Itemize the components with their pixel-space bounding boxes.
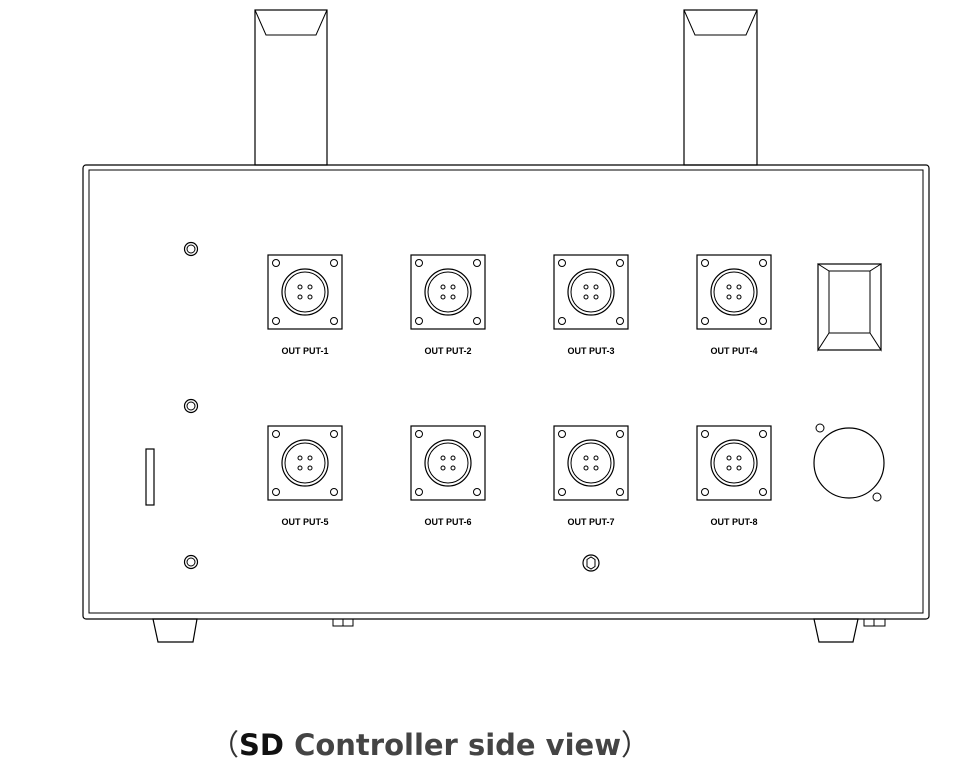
screw-bottom-center bbox=[582, 554, 600, 572]
foot-right bbox=[813, 618, 859, 643]
output-port-label: OUT PUT-7 bbox=[567, 517, 614, 527]
output-port-label: OUT PUT-2 bbox=[424, 346, 471, 356]
caption-text: Controller side view bbox=[283, 728, 621, 762]
output-connector-1: OUT PUT-1 bbox=[267, 254, 343, 356]
foot-left bbox=[152, 618, 198, 643]
caption-open-bracket: （ bbox=[209, 728, 239, 762]
power-socket bbox=[813, 423, 885, 502]
foot-pad-right bbox=[863, 618, 886, 627]
caption-close-bracket: ） bbox=[620, 728, 650, 762]
output-connector-6: OUT PUT-6 bbox=[410, 425, 486, 527]
screw-left-middle bbox=[183, 398, 199, 414]
output-connector-2: OUT PUT-2 bbox=[410, 254, 486, 356]
enclosure bbox=[82, 164, 930, 620]
output-port-label: OUT PUT-5 bbox=[281, 517, 328, 527]
output-connector-4: OUT PUT-4 bbox=[696, 254, 772, 356]
caption-model: SD bbox=[239, 728, 284, 762]
output-connector-5: OUT PUT-5 bbox=[267, 425, 343, 527]
output-port-label: OUT PUT-3 bbox=[567, 346, 614, 356]
power-switch bbox=[817, 263, 882, 352]
handle-right bbox=[683, 9, 758, 166]
handle-left bbox=[254, 9, 328, 166]
screw-left-top bbox=[183, 241, 199, 257]
foot-pad-center bbox=[332, 618, 354, 627]
screw-left-bottom bbox=[183, 554, 199, 570]
output-port-label: OUT PUT-4 bbox=[710, 346, 757, 356]
output-connector-7: OUT PUT-7 bbox=[553, 425, 629, 527]
output-connector-8: OUT PUT-8 bbox=[696, 425, 772, 527]
output-connector-3: OUT PUT-3 bbox=[553, 254, 629, 356]
output-port-label: OUT PUT-1 bbox=[281, 346, 328, 356]
controller-side-view-drawing: OUT PUT-1 OUT PUT-2 OUT PUT-3 OUT PUT-4OUT … bbox=[82, 9, 930, 643]
output-connectors: OUT PUT-1 OUT PUT-2 OUT PUT-3 OUT PUT-4OUT … bbox=[267, 254, 772, 527]
output-port-label: OUT PUT-6 bbox=[424, 517, 471, 527]
side-slot bbox=[145, 448, 155, 506]
output-port-label: OUT PUT-8 bbox=[710, 517, 757, 527]
figure-caption: （SD Controller side view） bbox=[0, 722, 860, 764]
